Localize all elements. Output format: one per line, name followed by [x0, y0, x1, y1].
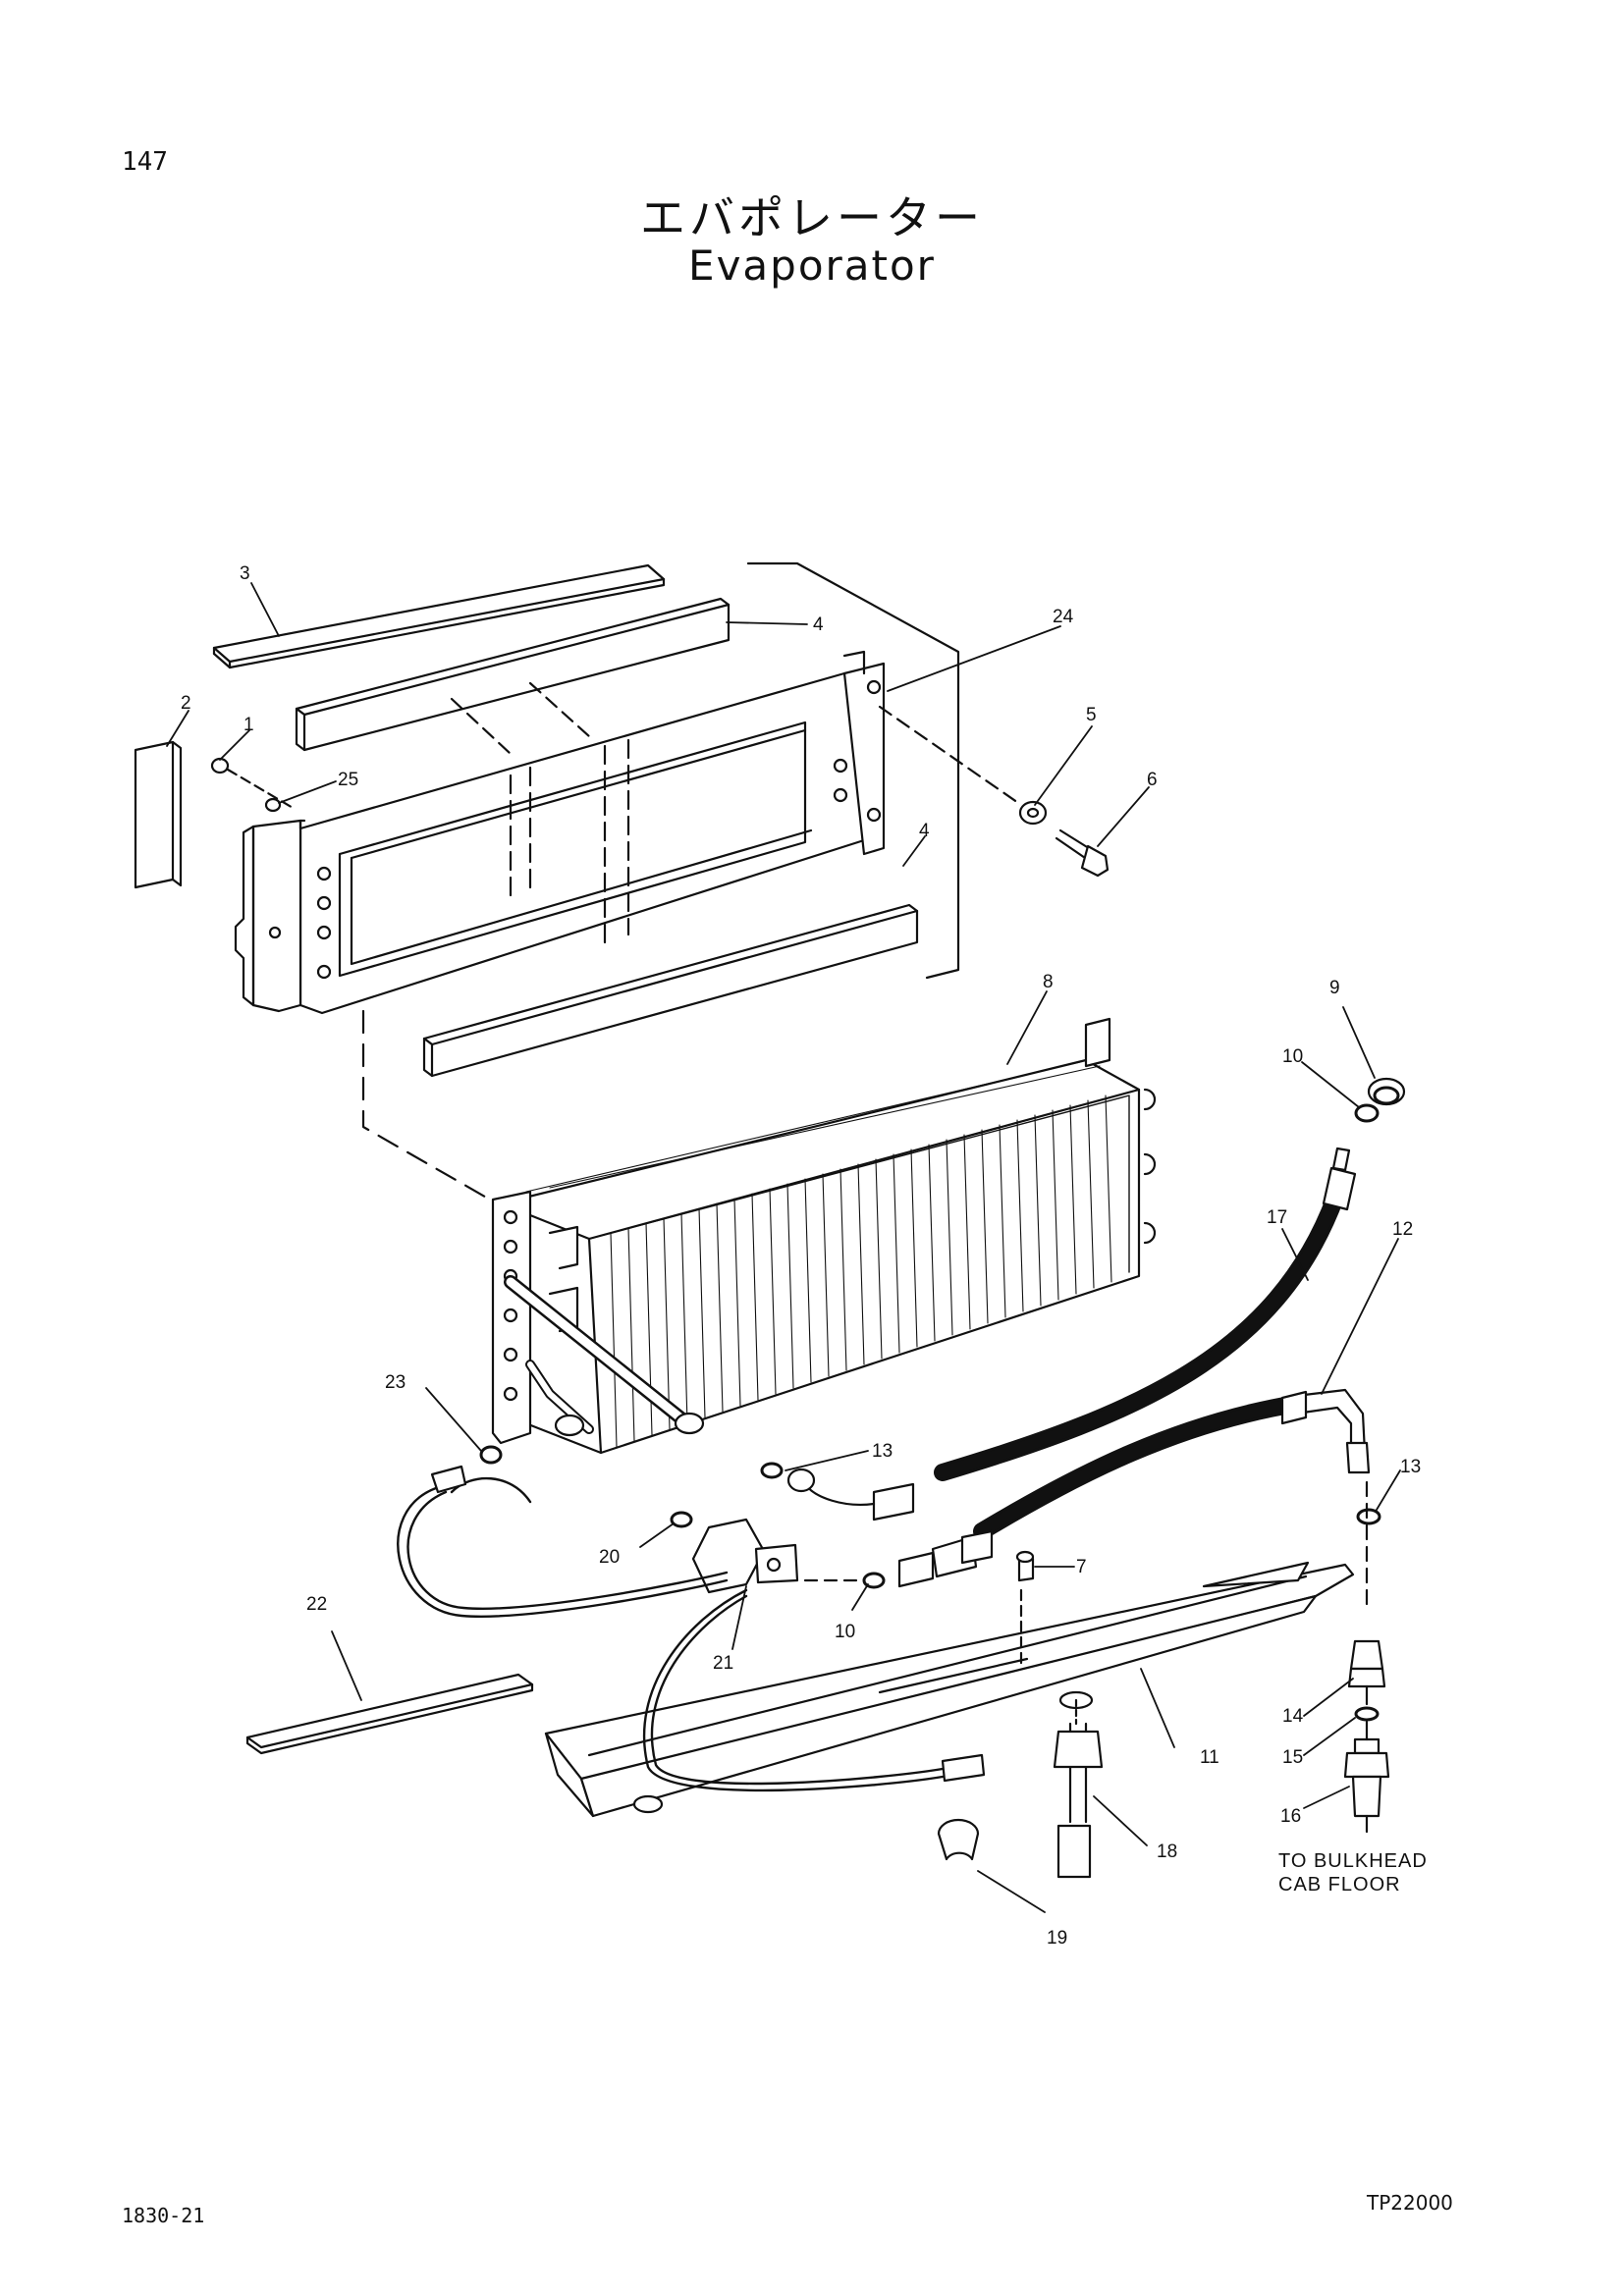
washer-15	[1354, 1706, 1380, 1722]
callout-16: 16	[1280, 1806, 1301, 1827]
document-code: 1830-21	[122, 2204, 205, 2227]
callout-12: 12	[1392, 1219, 1413, 1240]
callout-11: 11	[1200, 1747, 1219, 1768]
fitting-left	[786, 1468, 994, 1588]
fitting-14	[1347, 1639, 1386, 1688]
drain-tube-18	[1053, 1698, 1104, 1879]
callout-3: 3	[240, 563, 250, 584]
callout-8: 8	[1043, 972, 1054, 992]
o-ring-20	[670, 1511, 693, 1528]
callout-24: 24	[1053, 607, 1074, 627]
callout-1: 1	[244, 715, 254, 735]
clip-grommet	[210, 757, 297, 813]
fitting-16	[1343, 1737, 1390, 1818]
o-ring-13-left	[760, 1462, 784, 1479]
drain-pan	[544, 1561, 1355, 1818]
callout-2: 2	[181, 693, 191, 714]
o-ring-10-upper	[1354, 1103, 1380, 1123]
callout-20: 20	[599, 1547, 620, 1568]
o-ring-10-lower	[862, 1572, 886, 1589]
seal-bar-lower	[422, 903, 919, 1078]
callout-13-right: 13	[1400, 1457, 1421, 1477]
callout-15: 15	[1282, 1747, 1303, 1768]
callout-4-lower: 4	[919, 821, 930, 841]
callout-6: 6	[1147, 770, 1158, 790]
insulation-strip-22	[245, 1673, 534, 1755]
note-line-2: CAB FLOOR	[1278, 1874, 1401, 1896]
o-ring-23	[479, 1445, 503, 1465]
seal-pad-small	[134, 740, 183, 889]
callout-10-upper: 10	[1282, 1046, 1303, 1067]
clip-19	[937, 1818, 980, 1861]
callout-10-lower: 10	[835, 1622, 855, 1642]
page-number: 147	[122, 147, 168, 177]
tube-12	[973, 1388, 1371, 1540]
callout-25: 25	[338, 770, 358, 790]
seal-strip-top	[212, 563, 666, 669]
reference-code: TP22000	[1367, 2191, 1453, 2215]
callout-19: 19	[1047, 1928, 1067, 1949]
seal-bar-upper	[295, 597, 731, 752]
page-title: Evaporator	[688, 241, 936, 290]
thermistor-wire	[397, 1465, 729, 1618]
callout-17: 17	[1267, 1207, 1287, 1228]
grommet-9	[1367, 1077, 1406, 1106]
thermo-switch-21	[642, 1518, 986, 1792]
callout-22: 22	[306, 1594, 327, 1615]
callout-21: 21	[713, 1653, 733, 1674]
callout-14: 14	[1282, 1706, 1304, 1727]
callout-23: 23	[385, 1372, 406, 1393]
hose-17	[934, 1147, 1357, 1481]
drain-screw-7	[1015, 1550, 1035, 1582]
callout-4-upper: 4	[813, 614, 824, 635]
page-title-japanese: エバポレーター	[640, 191, 984, 244]
callout-7: 7	[1076, 1557, 1087, 1577]
o-ring-13-right	[1356, 1508, 1381, 1525]
callout-5: 5	[1086, 705, 1097, 725]
note-line-1: TO BULKHEAD	[1278, 1850, 1428, 1872]
nut-and-bolt	[878, 705, 1110, 878]
evaporator-frame	[234, 650, 886, 1015]
callout-9: 9	[1329, 978, 1340, 998]
callout-13-left: 13	[872, 1441, 893, 1462]
evaporator-core	[491, 1017, 1157, 1455]
callout-18: 18	[1157, 1842, 1177, 1862]
